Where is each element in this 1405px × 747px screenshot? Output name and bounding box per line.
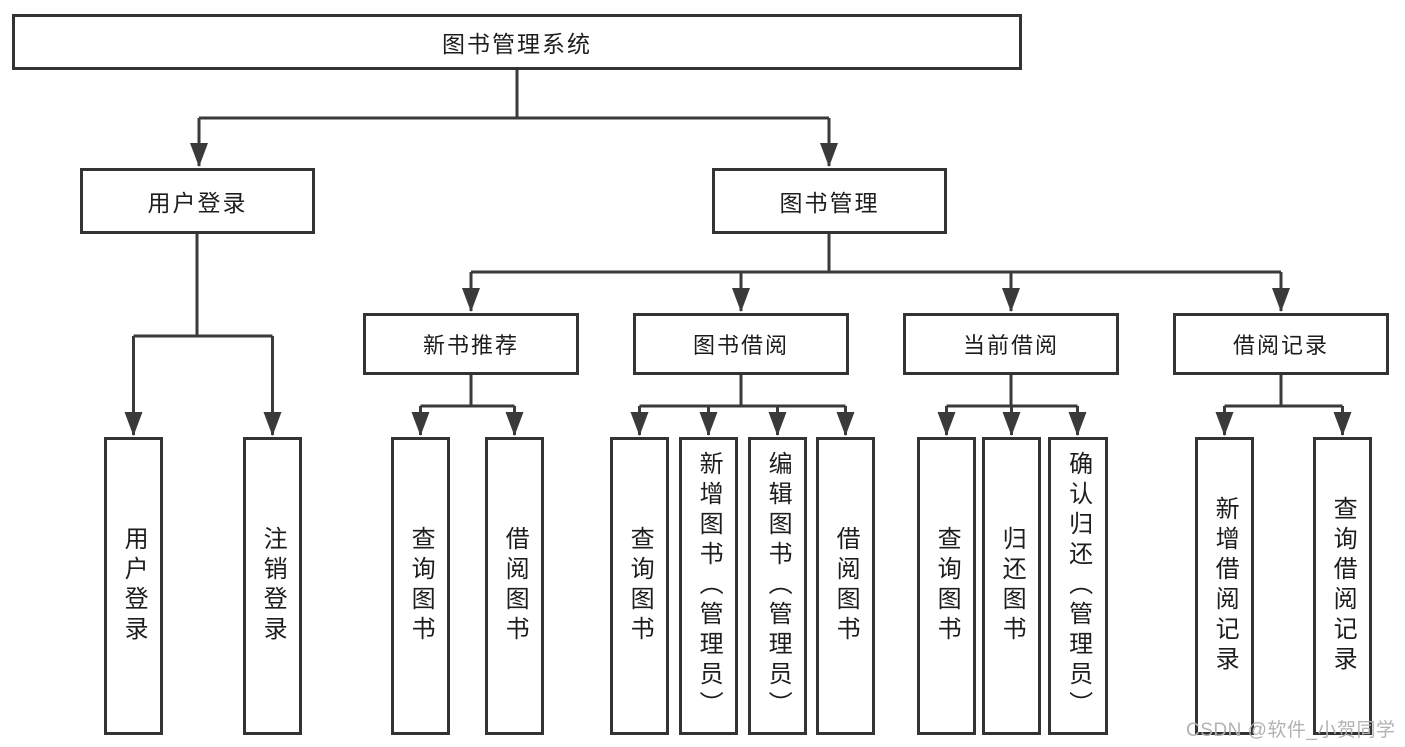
node-book-management-label: 图书管理 [779, 190, 880, 216]
leaf-add-book-admin-label: 新增图书（管理员） [695, 451, 723, 721]
leaf-borrow-books: 借阅图书 [816, 437, 875, 735]
node-current-borrow-label: 当前借阅 [962, 333, 1059, 358]
node-new-book-recommend: 新书推荐 [363, 313, 579, 375]
leaf-add-borrow-record-label: 新增借阅记录 [1211, 496, 1239, 676]
leaf-borrow-books-label: 借阅图书 [832, 526, 860, 646]
leaf-borrow-books-recommend: 借阅图书 [485, 437, 544, 735]
leaf-add-borrow-record: 新增借阅记录 [1195, 437, 1254, 735]
leaf-query-borrow-record: 查询借阅记录 [1313, 437, 1372, 735]
leaf-confirm-return-admin-label: 确认归还（管理员） [1064, 451, 1092, 721]
node-user-login-label: 用户登录 [147, 190, 248, 216]
leaf-logout: 注销登录 [243, 437, 302, 735]
leaf-edit-book-admin: 编辑图书（管理员） [748, 437, 807, 735]
node-user-login: 用户登录 [80, 168, 315, 234]
leaf-user-login-label: 用户登录 [120, 526, 148, 646]
node-borrow-records-label: 借阅记录 [1232, 333, 1329, 358]
leaf-query-books-borrow-label: 查询图书 [626, 526, 654, 646]
leaf-query-books-current-label: 查询图书 [933, 526, 961, 646]
leaf-query-books-recommend: 查询图书 [391, 437, 450, 735]
node-book-management: 图书管理 [712, 168, 947, 234]
leaf-logout-label: 注销登录 [259, 526, 287, 646]
leaf-return-books: 归还图书 [982, 437, 1041, 735]
leaf-borrow-books-recommend-label: 借阅图书 [501, 526, 529, 646]
leaf-query-books-recommend-label: 查询图书 [407, 526, 435, 646]
leaf-query-borrow-record-label: 查询借阅记录 [1329, 496, 1357, 676]
leaf-edit-book-admin-label: 编辑图书（管理员） [764, 451, 792, 721]
node-current-borrow: 当前借阅 [903, 313, 1119, 375]
root-node: 图书管理系统 [12, 14, 1022, 70]
node-borrow-records: 借阅记录 [1173, 313, 1389, 375]
root-node-label: 图书管理系统 [442, 31, 592, 57]
leaf-add-book-admin: 新增图书（管理员） [679, 437, 738, 735]
leaf-user-login: 用户登录 [104, 437, 163, 735]
leaf-confirm-return-admin: 确认归还（管理员） [1048, 437, 1108, 735]
csdn-watermark: CSDN @软件_小贺同学 [1186, 720, 1396, 741]
leaf-query-books-current: 查询图书 [917, 437, 976, 735]
node-book-borrow: 图书借阅 [633, 313, 849, 375]
node-book-borrow-label: 图书借阅 [692, 333, 789, 358]
leaf-return-books-label: 归还图书 [998, 526, 1026, 646]
leaf-query-books-borrow: 查询图书 [610, 437, 669, 735]
node-new-book-recommend-label: 新书推荐 [422, 333, 519, 358]
